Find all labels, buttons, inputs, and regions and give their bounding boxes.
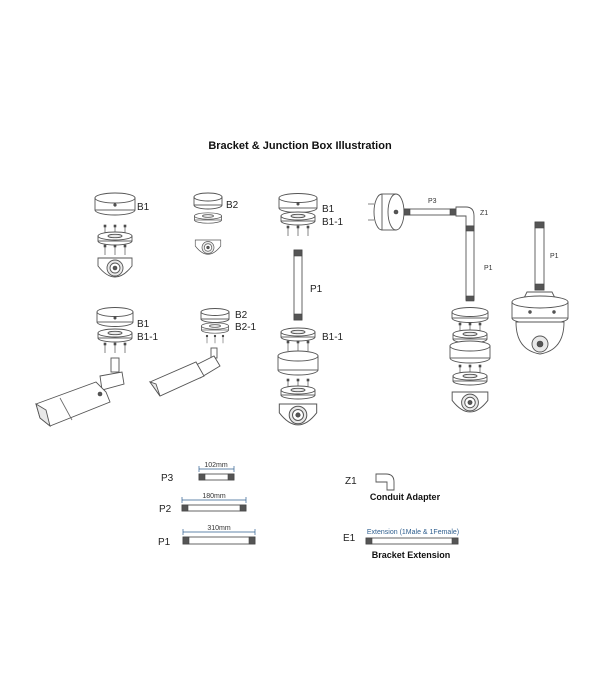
part-p3-code: P3	[161, 473, 174, 484]
part-p2: P2 180mm	[159, 493, 247, 515]
label-b1-1-center: B1-1	[322, 217, 344, 228]
label-b1-1-lower: B1-1	[322, 332, 344, 343]
assembly-b1-bullet: B1 B1-1	[35, 307, 159, 428]
part-e1-note: Extension (1Male & 1Female)	[367, 529, 459, 536]
part-z1: Z1 Conduit Adapter	[345, 473, 441, 502]
label-p3-assembly: P3	[428, 198, 437, 205]
assembly-wall-conduit: P3 Z1 P1	[368, 193, 493, 413]
assembly-b2-bullet: B2 B2-1	[148, 308, 257, 397]
label-b2-bullet: B2	[235, 310, 248, 321]
label-b1: B1	[137, 202, 150, 213]
part-p3-dimension: 102mm	[204, 462, 228, 469]
part-p1-dimension: 310mm	[207, 525, 231, 532]
page-title: Bracket & Junction Box Illustration	[208, 140, 392, 152]
label-p1-center: P1	[310, 284, 323, 295]
assembly-b1-pipe-dome: B1 B1-1 P1 B1-1	[277, 193, 344, 426]
part-p2-code: P2	[159, 504, 172, 515]
part-e1: E1 Extension (1Male & 1Female) Bracket E…	[343, 529, 459, 560]
label-b2: B2	[226, 200, 239, 211]
part-p3: P3 102mm	[161, 462, 235, 484]
label-b1-center: B1	[322, 204, 335, 215]
label-p1-assembly: P1	[484, 265, 493, 272]
part-p1-code: P1	[158, 537, 171, 548]
part-z1-caption: Conduit Adapter	[370, 492, 441, 502]
label-b1-bullet: B1	[137, 319, 150, 330]
label-b2-1-bullet: B2-1	[235, 322, 257, 333]
part-p2-dimension: 180mm	[202, 493, 226, 500]
assembly-pendant-dome: P1	[511, 221, 569, 355]
assembly-b1-dome: B1	[94, 192, 150, 278]
label-b1-1-bullet: B1-1	[137, 332, 159, 343]
part-z1-code: Z1	[345, 476, 357, 487]
part-e1-caption: Bracket Extension	[372, 550, 451, 560]
part-p1: P1 310mm	[158, 525, 256, 548]
assembly-b2-dome: B2	[193, 192, 239, 255]
label-p1-pendant: P1	[550, 253, 559, 260]
label-z1-assembly: Z1	[480, 210, 488, 217]
part-e1-code: E1	[343, 533, 356, 544]
